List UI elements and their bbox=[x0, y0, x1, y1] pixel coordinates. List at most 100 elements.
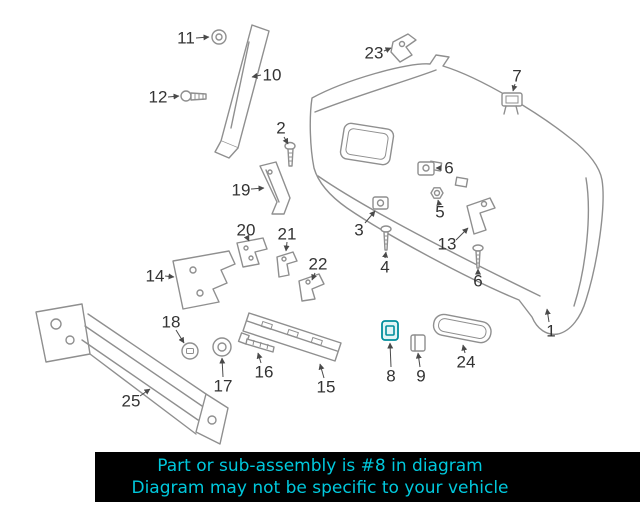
callout-4[interactable]: 4 bbox=[380, 258, 389, 277]
bracket23-outline bbox=[390, 33, 417, 63]
bumper-cover-lower-crease bbox=[317, 175, 541, 297]
callout-5-arrow bbox=[436, 199, 443, 207]
part-12-screw[interactable] bbox=[180, 90, 207, 102]
bracket15-outline bbox=[242, 312, 342, 362]
callout-7-arrow bbox=[511, 83, 518, 92]
callout-5[interactable]: 5 bbox=[435, 203, 444, 222]
part-24-reflector[interactable] bbox=[432, 313, 493, 345]
license-recess-inner bbox=[345, 128, 389, 160]
callout-16[interactable]: 16 bbox=[255, 363, 274, 382]
sensor-slot-right bbox=[454, 176, 469, 188]
nut3-hole bbox=[376, 199, 385, 207]
callout-13[interactable]: 13 bbox=[438, 235, 457, 254]
bumper-cover-right-edge bbox=[573, 177, 590, 307]
bracket15-slot-1 bbox=[260, 320, 274, 331]
callout-7[interactable]: 7 bbox=[512, 67, 521, 86]
info-banner bbox=[95, 452, 640, 502]
callout-12[interactable]: 12 bbox=[149, 88, 168, 107]
part-20-bracket[interactable] bbox=[236, 237, 268, 268]
callout-24[interactable]: 24 bbox=[457, 353, 476, 372]
part-9-clip[interactable] bbox=[410, 334, 426, 352]
callout-11[interactable]: 11 bbox=[177, 29, 195, 48]
bracket20-hole-2 bbox=[248, 255, 254, 261]
part-5-nut[interactable] bbox=[430, 187, 444, 199]
callout-20[interactable]: 20 bbox=[237, 221, 256, 240]
part-15-sill-bracket[interactable] bbox=[242, 312, 342, 362]
callout-3[interactable]: 3 bbox=[354, 221, 363, 240]
callout-3-arrow bbox=[364, 210, 376, 224]
bracket14-outline bbox=[172, 250, 236, 310]
callout-18[interactable]: 18 bbox=[162, 313, 181, 332]
callout-12-arrow bbox=[167, 93, 180, 100]
part-10-side-bracket[interactable] bbox=[214, 24, 270, 159]
callout-19[interactable]: 19 bbox=[232, 181, 251, 200]
part-21-bracket[interactable] bbox=[276, 251, 298, 278]
callout-9-arrow bbox=[415, 352, 422, 368]
bracket20-outline bbox=[236, 237, 268, 268]
callout-13-arrow bbox=[455, 227, 469, 241]
part-11-grommet[interactable] bbox=[211, 29, 227, 45]
callout-2[interactable]: 2 bbox=[276, 119, 285, 138]
part-4-screw[interactable] bbox=[380, 225, 392, 251]
bracket19-rib bbox=[265, 169, 280, 203]
callout-14-arrow bbox=[164, 273, 175, 280]
callout-17[interactable]: 17 bbox=[214, 377, 233, 396]
part-8-clip-highlighted[interactable] bbox=[381, 320, 399, 341]
bracket13-hole bbox=[480, 200, 488, 208]
bumper-cover-top-crease bbox=[314, 69, 437, 113]
impact-bar-left-plate bbox=[35, 303, 91, 363]
callout-11-arrow bbox=[195, 34, 210, 41]
callout-6[interactable]: 6 bbox=[444, 159, 453, 178]
screw4-shaft bbox=[383, 231, 389, 251]
part-13-l-bracket[interactable] bbox=[466, 197, 496, 235]
part-19-strip-bracket[interactable] bbox=[259, 161, 291, 215]
callout-2-arrow bbox=[282, 136, 289, 145]
bracket20-hole-1 bbox=[243, 245, 249, 251]
part-2-screw[interactable] bbox=[284, 141, 296, 167]
callout-22-arrow bbox=[311, 272, 317, 281]
callout-15[interactable]: 15 bbox=[317, 378, 336, 397]
screw4-threads bbox=[384, 235, 388, 245]
bracket14-hole-2 bbox=[196, 289, 204, 297]
part-1-bumper-cover[interactable] bbox=[309, 54, 604, 336]
clip6-hole bbox=[422, 164, 430, 172]
bracket14-hole-1 bbox=[189, 266, 197, 274]
side-bracket-foot bbox=[214, 140, 239, 159]
bracket22-outline bbox=[298, 273, 325, 302]
part-6-clip[interactable] bbox=[417, 161, 435, 176]
impact-bar-cap-hole bbox=[207, 415, 217, 425]
bracket15-slot-3 bbox=[310, 336, 324, 347]
part-7-clip-bracket[interactable] bbox=[501, 92, 523, 115]
part-16-bolt[interactable] bbox=[237, 332, 275, 353]
callout-22[interactable]: 22 bbox=[309, 255, 328, 274]
bracket19-hole bbox=[267, 169, 273, 175]
callout-8[interactable]: 8 bbox=[386, 367, 395, 386]
part-3-clip-nut[interactable] bbox=[372, 196, 389, 210]
callout-20-arrow bbox=[243, 234, 250, 242]
callout-1[interactable]: 1 bbox=[546, 322, 555, 341]
callout-21[interactable]: 21 bbox=[278, 225, 297, 244]
part-17-washer[interactable] bbox=[212, 337, 232, 357]
part-25-impact-bar[interactable] bbox=[35, 303, 229, 445]
callout-9[interactable]: 9 bbox=[416, 367, 425, 386]
callout-4-arrow bbox=[382, 251, 389, 259]
part-6b-screw[interactable] bbox=[472, 244, 484, 269]
callout-25[interactable]: 25 bbox=[122, 392, 141, 411]
callout-23[interactable]: 23 bbox=[365, 44, 384, 63]
screw6b-threads bbox=[476, 254, 480, 264]
bracket7-slot bbox=[505, 95, 519, 104]
impact-bar-edge-1 bbox=[87, 313, 207, 395]
bracket7-body bbox=[501, 92, 523, 107]
callout-19-arrow bbox=[250, 185, 265, 192]
callout-labels: 1 2 3 4 5 6 7 8 9 10 11 12 13 14 15 16 1… bbox=[122, 29, 556, 411]
part-23-upper-bracket[interactable] bbox=[390, 33, 417, 63]
part-18-grommet[interactable] bbox=[181, 342, 199, 360]
part-22-bracket[interactable] bbox=[298, 273, 325, 302]
callout-6b[interactable]: 6 bbox=[473, 272, 482, 291]
part-14-mount-bracket[interactable] bbox=[172, 250, 236, 310]
callout-14[interactable]: 14 bbox=[146, 267, 165, 286]
bracket19-outline bbox=[259, 161, 291, 215]
clip8-body bbox=[381, 320, 399, 341]
callout-10[interactable]: 10 bbox=[263, 66, 282, 85]
impact-bar-edge-2 bbox=[84, 325, 203, 407]
